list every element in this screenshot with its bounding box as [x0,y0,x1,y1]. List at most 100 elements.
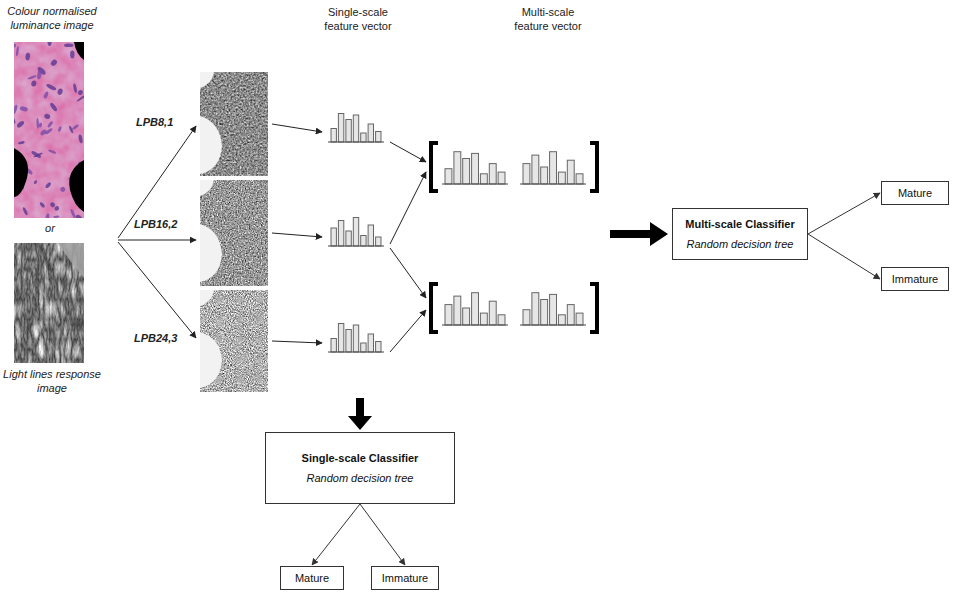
bracket [590,284,597,332]
bracket [431,143,438,191]
nucleus [14,117,16,124]
class-box: Immature [371,566,439,590]
histogram-bar [523,310,530,325]
lumen [69,160,84,212]
connector [808,234,880,279]
lumen [74,42,84,60]
classifier-method: Random decision tree [306,472,413,484]
histogram [442,293,508,325]
nucleus [54,205,60,211]
nucleus [47,120,54,128]
classifier-title: Single-scale Classifier [302,452,419,464]
histogram-bar [463,308,470,325]
lbp-label: LPB16,2 [134,218,177,232]
classifier-method: Random decision tree [686,238,793,250]
nucleus [70,51,74,59]
flow-arrow [390,248,426,298]
bracket [431,284,438,332]
histogram-bar [346,231,351,246]
histogram-axis [520,184,586,185]
nucleus [46,83,57,91]
nucleus [31,80,37,87]
connector [360,504,405,565]
class-label: Immature [892,273,938,285]
lbp-label: LPB24,3 [134,332,177,346]
histogram-bar [567,305,574,325]
nucleus [33,152,43,158]
nucleus [77,89,84,96]
nucleus [47,42,51,46]
histogram-bar [480,313,487,325]
class-label: Mature [295,572,329,584]
histogram-axis [328,352,384,353]
nucleus [14,43,17,49]
image-caption: Light lines response image [2,368,102,396]
nucleus [27,75,37,80]
histogram-bar [550,152,557,184]
histogram [328,218,384,247]
histogram-axis [328,142,384,143]
lines-image [14,243,84,363]
nucleus [44,182,51,190]
nucleus [78,134,83,143]
histogram-bar [331,339,336,353]
histogram-bar [567,160,574,184]
histogram-bar [454,296,461,325]
nucleus [18,141,25,145]
histograms [328,114,586,353]
lbp-blank-region [200,332,222,388]
histogram-bar [576,174,583,184]
image-caption: Colour normalised luminance image [2,5,102,33]
histogram-bar [353,115,358,142]
flow-arrow [272,233,322,237]
or-label: or [30,222,70,236]
histogram-bar [361,343,366,352]
nucleus [75,214,83,218]
nucleus [43,113,50,120]
histogram-bar [331,228,336,246]
connector [312,504,360,565]
histogram-bar [463,159,470,185]
lines-image-region [58,243,84,278]
histogram-bar [454,152,461,184]
histogram-bar [550,294,557,325]
histogram-bar [480,174,487,184]
nucleus [59,186,66,193]
histogram-bar [472,153,479,184]
nucleus [36,118,39,129]
nucleus [39,201,46,208]
histogram-bar [368,334,373,352]
flow-arrow [118,240,196,241]
nucleus [57,126,62,132]
histogram-bar [353,325,358,352]
column-heading: Multi-scale feature vector [505,6,591,34]
classifier-title: Multi-scale Classifier [685,218,794,230]
histogram-axis [328,246,384,247]
lbp-blank-region [200,180,214,196]
histogram-axis [442,184,508,185]
flow-arrow [118,126,196,238]
nucleus [16,120,25,129]
histogram-bar [353,218,358,247]
histogram-bar [361,236,366,247]
histogram-bar [338,114,343,143]
histogram-axis [520,325,586,326]
he-image [14,42,84,218]
nuclei [14,42,84,218]
histogram [520,293,586,325]
histogram-bar [523,164,530,184]
histogram-bar [376,342,381,353]
histogram-bar [541,167,548,184]
lbp-blank-region [200,72,214,88]
histogram-bar [558,315,565,325]
nucleus [72,124,80,131]
nucleus [33,180,38,185]
lbp-image [200,180,268,286]
histogram [328,324,384,353]
histogram-bar [338,221,343,247]
histogram-bar [489,164,496,184]
histogram-bar [361,133,366,142]
nucleus [45,213,50,218]
histogram-bar [368,124,373,142]
